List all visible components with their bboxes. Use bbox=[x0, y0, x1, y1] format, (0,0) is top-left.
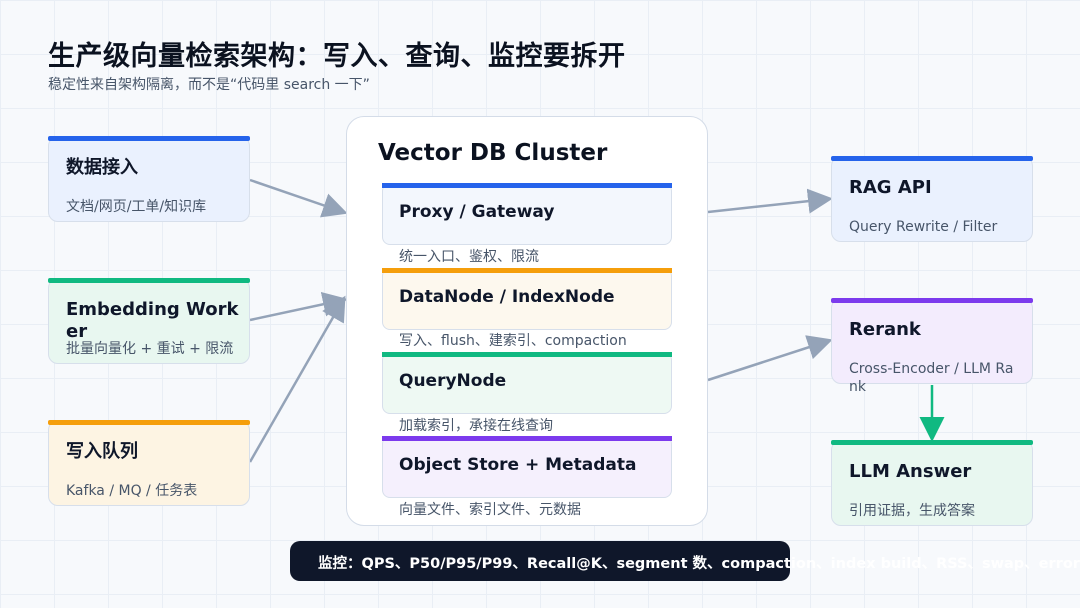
page-title: 生产级向量检索架构：写入、查询、监控要拆开 bbox=[48, 41, 626, 72]
source-box-ingest: 数据接入 文档/网页/工单/知识库 bbox=[48, 136, 250, 222]
page-subtitle: 稳定性来自架构隔离，而不是“代码里 search 一下” bbox=[48, 77, 370, 93]
node-desc: 向量文件、索引文件、元数据 bbox=[399, 502, 581, 518]
monitoring-text: 监控：QPS、P50/P95/P99、Recall@K、segment 数、co… bbox=[318, 556, 1080, 572]
node-desc: 加载索引，承接在线查询 bbox=[399, 418, 553, 434]
output-box-rerank: Rerank Cross-Encoder / LLM Rank bbox=[831, 298, 1033, 395]
node-datanode-indexnode: DataNode / IndexNode bbox=[382, 268, 672, 330]
arrow-embedding-to-cluster bbox=[249, 291, 348, 322]
output-name: LLM Answer bbox=[849, 461, 972, 482]
source-name: Embedding Worker bbox=[66, 299, 239, 342]
output-desc: Query Rewrite / Filter bbox=[849, 219, 998, 235]
node-object-store-metadata: Object Store + Metadata bbox=[382, 436, 672, 498]
source-box-embedding: Embedding Worker 批量向量化 + 重试 + 限流 bbox=[48, 278, 250, 364]
node-proxy-gateway: Proxy / Gateway bbox=[382, 183, 672, 245]
output-desc: 引用证据，生成答案 bbox=[849, 503, 975, 519]
node-desc: 写入、flush、建索引、compaction bbox=[399, 333, 627, 349]
source-name: 数据接入 bbox=[66, 157, 138, 178]
source-name: 写入队列 bbox=[66, 441, 138, 462]
arrow-ingest-to-cluster bbox=[249, 178, 348, 218]
arrow-cluster-to-rag bbox=[707, 188, 833, 214]
output-box-rag-api: RAG API Query Rewrite / Filter bbox=[831, 156, 1033, 242]
output-name: Rerank bbox=[849, 319, 921, 340]
arrow-cluster-to-rerank bbox=[707, 335, 833, 382]
node-desc: 统一入口、鉴权、限流 bbox=[399, 249, 539, 265]
cluster-title: Vector DB Cluster bbox=[378, 140, 608, 166]
source-desc: 批量向量化 + 重试 + 限流 bbox=[66, 341, 234, 357]
source-desc: Kafka / MQ / 任务表 bbox=[66, 483, 198, 499]
arrow-queue-to-cluster bbox=[248, 295, 346, 463]
node-name: DataNode / IndexNode bbox=[399, 287, 615, 307]
source-desc: 文档/网页/工单/知识库 bbox=[66, 199, 207, 215]
node-name: Object Store + Metadata bbox=[399, 455, 637, 475]
node-name: QueryNode bbox=[399, 371, 507, 391]
node-name: Proxy / Gateway bbox=[399, 202, 555, 222]
source-box-queue: 写入队列 Kafka / MQ / 任务表 bbox=[48, 420, 250, 506]
monitoring-bar: 监控：QPS、P50/P95/P99、Recall@K、segment 数、co… bbox=[290, 541, 1080, 581]
output-desc: Cross-Encoder / LLM Rank bbox=[849, 361, 1014, 395]
output-box-llm-answer: LLM Answer 引用证据，生成答案 bbox=[831, 440, 1033, 526]
output-name: RAG API bbox=[849, 177, 932, 198]
node-querynode: QueryNode bbox=[382, 352, 672, 414]
